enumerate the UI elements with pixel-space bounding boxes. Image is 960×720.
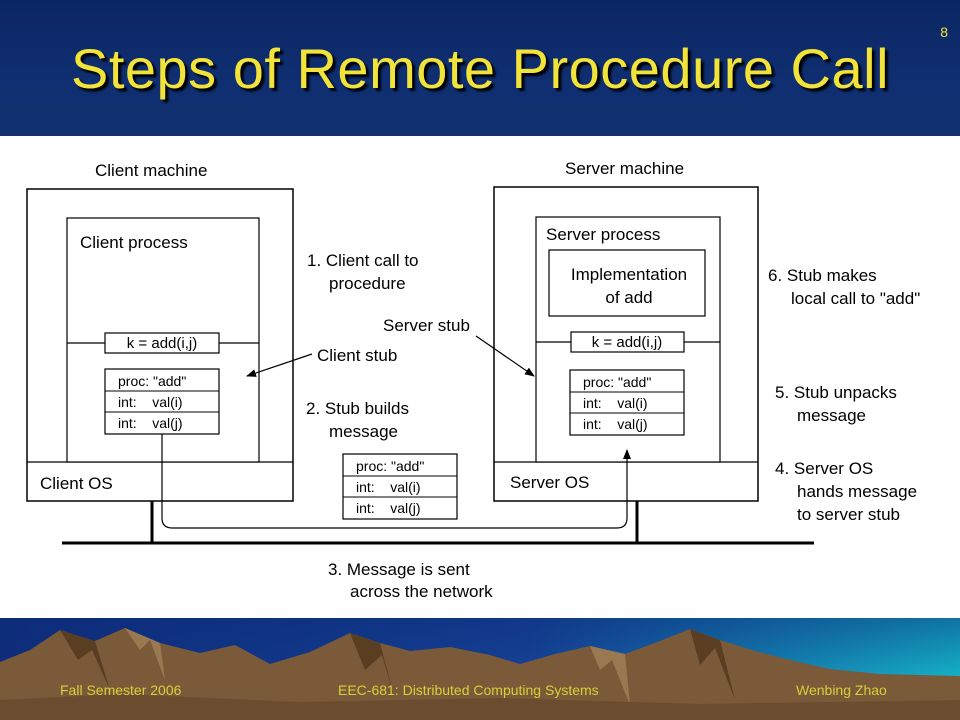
step-4-line-3: to server stub — [797, 505, 900, 524]
server-message-row: proc: "add" — [583, 374, 651, 390]
network-message-row: int: val(j) — [356, 500, 421, 516]
footer-author: Wenbing Zhao — [796, 682, 887, 698]
implementation-line-2: of add — [605, 288, 652, 307]
step-1-line-2: procedure — [329, 274, 406, 293]
step-1-line-1: 1. Client call to — [307, 251, 419, 270]
rpc-diagram: Client machine Client process k = add(i,… — [26, 159, 920, 601]
implementation-box — [548, 249, 706, 317]
server-message-row: int: val(j) — [583, 416, 648, 432]
client-call-box — [104, 332, 220, 354]
network-message: proc: "add" int: val(i) int: val(j) — [342, 453, 458, 520]
client-stub-arrow — [246, 353, 313, 377]
footer-mountains — [0, 618, 960, 720]
client-os-label: Client OS — [40, 474, 113, 493]
server-process-label: Server process — [546, 225, 660, 244]
network-message-row: proc: "add" — [356, 458, 424, 474]
client-process-label: Client process — [80, 233, 188, 252]
message-path — [161, 434, 631, 529]
footer-course: EEC-681: Distributed Computing Systems — [338, 682, 599, 698]
server-stub-arrow — [475, 335, 535, 377]
client-call-text: k = add(i,j) — [127, 335, 197, 352]
implementation-line-1: Implementation — [571, 265, 687, 284]
client-message: proc: "add" int: val(i) int: val(j) — [104, 368, 220, 435]
slide-title: Steps of Remote Procedure Call — [70, 37, 890, 100]
slide-header — [0, 0, 960, 136]
step-3-line-2: across the network — [350, 582, 493, 601]
server-message: proc: "add" int: val(i) int: val(j) — [569, 369, 685, 436]
step-3-line-1: 3. Message is sent — [328, 560, 470, 579]
step-2-line-1: 2. Stub builds — [306, 399, 409, 418]
step-6-line-1: 6. Stub makes — [768, 266, 877, 285]
server-os-label: Server OS — [510, 473, 589, 492]
client-message-row: int: val(i) — [118, 394, 183, 410]
step-2-line-2: message — [329, 422, 398, 441]
server-message-row: int: val(i) — [583, 395, 648, 411]
step-4-line-1: 4. Server OS — [775, 459, 873, 478]
server-stub-label: Server stub — [383, 316, 470, 335]
client-message-row: int: val(j) — [118, 415, 183, 431]
network-message-row: int: val(i) — [356, 479, 421, 495]
step-6-line-2: local call to "add" — [791, 289, 920, 308]
server-call-text: k = add(i,j) — [592, 334, 662, 351]
slide-number: 8 — [940, 24, 948, 40]
step-5-line-2: message — [797, 406, 866, 425]
client-stub-label: Client stub — [317, 346, 397, 365]
step-4-line-2: hands message — [797, 482, 917, 501]
client-machine-label: Client machine — [95, 161, 207, 180]
server-call-box — [570, 331, 685, 353]
server-machine-label: Server machine — [565, 159, 684, 178]
step-5-line-1: 5. Stub unpacks — [775, 383, 897, 402]
client-message-row: proc: "add" — [118, 373, 186, 389]
footer-semester: Fall Semester 2006 — [60, 682, 182, 698]
